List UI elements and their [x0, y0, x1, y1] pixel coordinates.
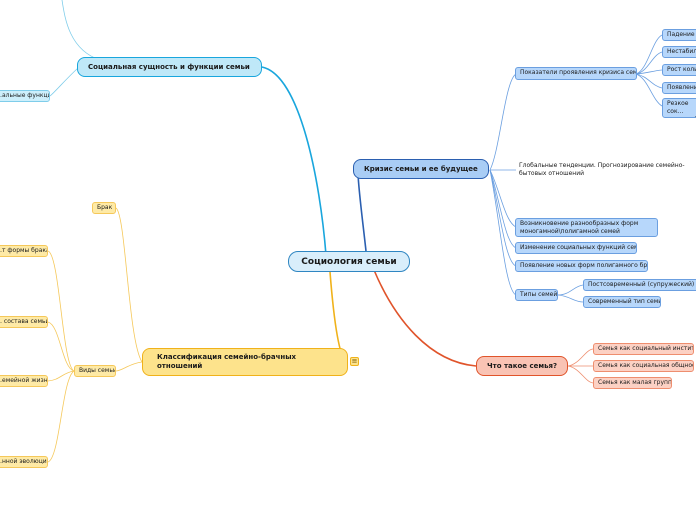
- kinds-family-composition[interactable]: … состава семьи: [0, 316, 48, 328]
- classification-marriage[interactable]: Брак: [92, 202, 116, 214]
- classification-kinds[interactable]: Виды семьи: [74, 365, 116, 377]
- central-topic[interactable]: Социология семьи: [288, 251, 410, 272]
- essence-child-functions[interactable]: …альные функции: [0, 90, 50, 102]
- what-small-group[interactable]: Семья как малая группа: [593, 377, 672, 389]
- kinds-marriage-form[interactable]: …т формы брака: [0, 245, 48, 257]
- what-institution[interactable]: Семья как социальный институт: [593, 343, 694, 355]
- type-modern[interactable]: Современный тип семьи: [583, 296, 661, 308]
- indicator-2[interactable]: Нестабиль…: [662, 46, 696, 58]
- branch-classification[interactable]: Классификация семейно-брачных отношений: [142, 348, 348, 376]
- crisis-indicators[interactable]: Показатели проявления кризиса семьи: [515, 67, 637, 80]
- crisis-global-trends[interactable]: Глобальные тенденции. Прогнозирование се…: [519, 162, 685, 177]
- indicator-3[interactable]: Рост колич…: [662, 64, 696, 76]
- branch-crisis[interactable]: Кризис семьи и ее будущее: [353, 159, 489, 179]
- type-postmodern[interactable]: Постсовременный (супружеский) тип…: [583, 279, 696, 291]
- crisis-types[interactable]: Типы семей: [515, 289, 558, 301]
- branch-essence[interactable]: Социальная сущность и функции семьи: [77, 57, 262, 77]
- indicator-5[interactable]: Резкое сок… активный…: [662, 98, 696, 118]
- connector-crisis: [357, 171, 367, 252]
- crisis-functions-change[interactable]: Изменение социальных функций семьи: [515, 242, 637, 254]
- collapse-toggle-icon[interactable]: ≡: [350, 357, 359, 366]
- branch-what-is-family[interactable]: Что такое семья?: [476, 356, 568, 376]
- kinds-evolution[interactable]: …нной эволюции: [0, 456, 48, 468]
- indicator-4[interactable]: Появление…: [662, 82, 696, 94]
- indicator-1[interactable]: Падение р…: [662, 29, 696, 41]
- connector-essence: [261, 66, 327, 256]
- what-community[interactable]: Семья как социальная общность: [593, 360, 694, 372]
- connector-what: [373, 269, 477, 367]
- kinds-family-life[interactable]: …емейной жизни: [0, 375, 48, 387]
- crisis-polygamous[interactable]: Появление новых форм полигамного брака: [515, 260, 648, 272]
- crisis-emergence[interactable]: Возникновение разнообразных форм моногам…: [515, 218, 658, 237]
